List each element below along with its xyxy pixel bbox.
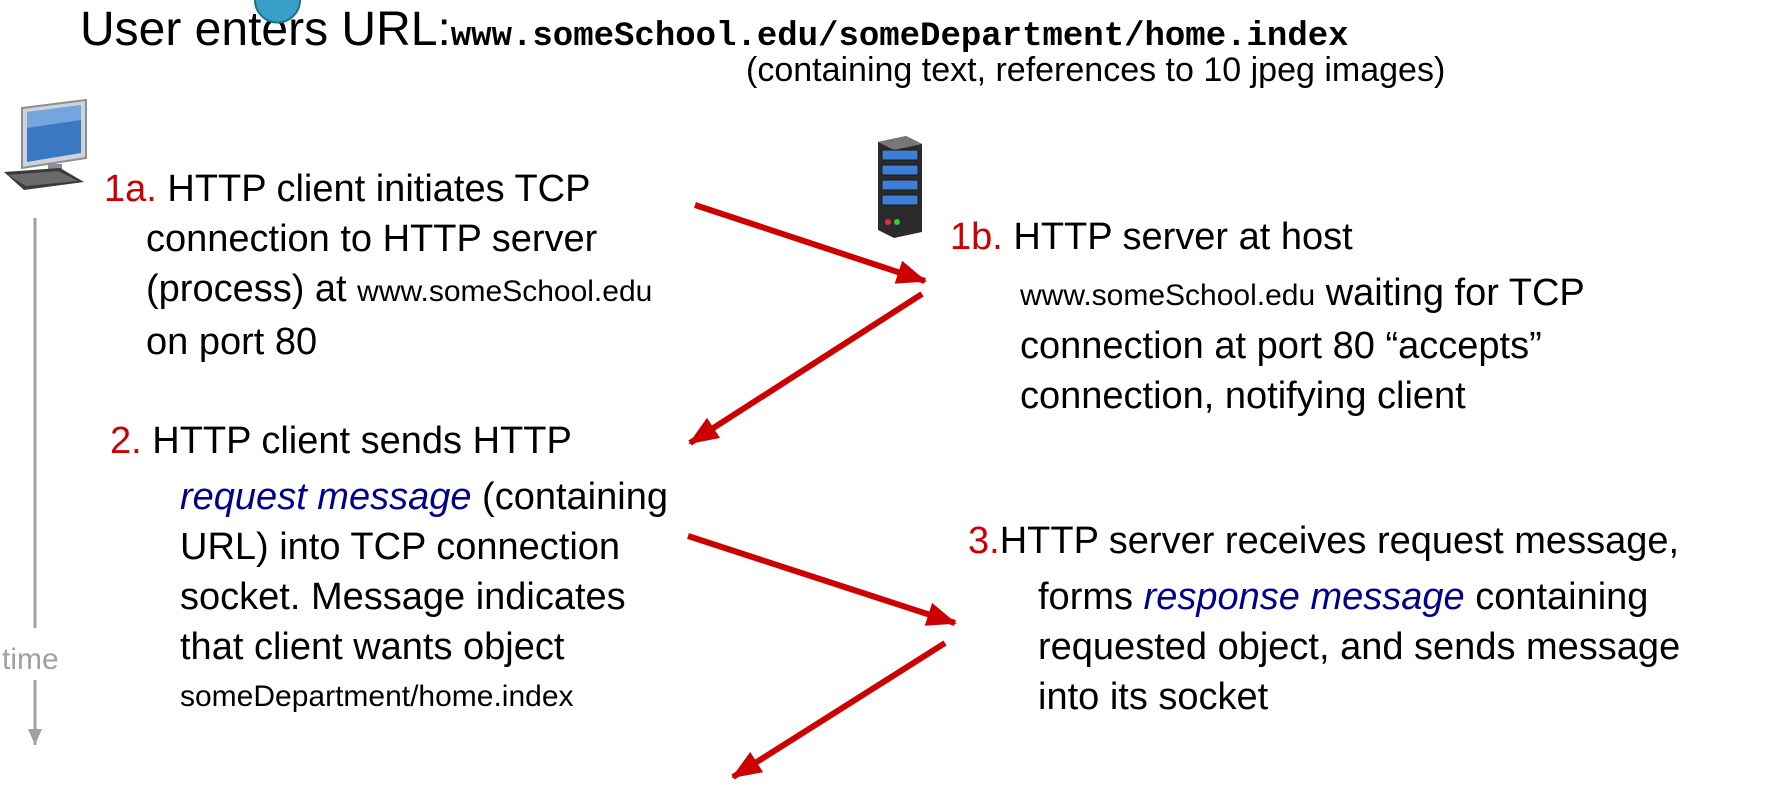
- step-1b-text-2b: waiting for TCP: [1315, 272, 1585, 314]
- step-1b: 1b. HTTP server at host www.someSchool.e…: [950, 212, 1585, 421]
- step-2-line-5: that client wants object: [180, 626, 565, 668]
- step-3-text-1: HTTP server receives request message,: [999, 520, 1680, 562]
- step-3-line-3: requested object, and sends message: [1038, 626, 1681, 668]
- step-1b-line-3: connection at port 80 “accepts”: [1020, 325, 1542, 367]
- step-1a-line-1: 1a. HTTP client initiates TCP: [104, 164, 652, 214]
- step-2-line-3: URL) into TCP connection: [180, 526, 621, 568]
- step-2-line-4: socket. Message indicates: [180, 576, 626, 618]
- server-tower-icon: [878, 136, 922, 238]
- timeline-label: time: [2, 643, 59, 676]
- step-3: 3.HTTP server receives request message, …: [968, 516, 1680, 722]
- step-3-text-2c: containing: [1464, 576, 1649, 618]
- step-3-line-2: forms response message containing: [968, 572, 1680, 622]
- step-1b-number: 1b.: [950, 216, 1003, 258]
- page-subtitle: (containing text, references to 10 jpeg …: [746, 51, 1446, 89]
- step-2-text-1: HTTP client sends HTTP: [152, 420, 572, 462]
- step-1a-host: www.someSchool.edu: [357, 275, 653, 308]
- step-1b-line-2: www.someSchool.edu waiting for TCP: [950, 268, 1585, 321]
- step-1a-text-1: HTTP client initiates TCP: [167, 168, 591, 210]
- step-1a-text-3a: (process) at: [146, 268, 358, 310]
- step-3-line-4: into its socket: [1038, 676, 1269, 718]
- arrow-3-response: [731, 640, 947, 780]
- step-1b-host: www.someSchool.edu: [1020, 279, 1316, 312]
- title-url: www.someSchool.edu/someDepartment/home.i…: [450, 18, 1349, 56]
- step-2-line-1: 2. HTTP client sends HTTP: [110, 416, 668, 466]
- step-3-response-message: response message: [1143, 576, 1465, 618]
- step-2-request-message: request message: [180, 476, 472, 518]
- step-1a-line-2: connection to HTTP server: [146, 218, 598, 260]
- desktop-computer-icon: [4, 98, 87, 190]
- step-2: 2. HTTP client sends HTTP request messag…: [110, 416, 668, 722]
- step-1b-line-1: 1b. HTTP server at host: [950, 212, 1585, 262]
- step-1a-number: 1a.: [104, 168, 157, 210]
- step-3-line-1: 3.HTTP server receives request message,: [968, 516, 1680, 566]
- arrow-1a-to-1b: [694, 202, 927, 284]
- step-2-object-path: someDepartment/home.index: [180, 680, 574, 713]
- arrow-1b-to-2: [688, 291, 924, 446]
- decorative-circle-icon: [254, 0, 301, 24]
- step-2-line-2: request message (containing: [110, 472, 668, 522]
- step-1b-text-1: HTTP server at host: [1013, 216, 1353, 258]
- step-1a: 1a. HTTP client initiates TCP connection…: [104, 164, 652, 367]
- step-2-text-2b: (containing: [471, 476, 668, 518]
- step-1b-line-4: connection, notifying client: [1020, 375, 1466, 417]
- step-3-number: 3.: [968, 520, 1000, 562]
- step-1a-line-3: (process) at www.someSchool.edu: [104, 264, 652, 317]
- arrow-2-to-3: [687, 533, 957, 626]
- step-1a-line-4: on port 80: [146, 321, 318, 363]
- step-3-text-2a: forms: [1038, 576, 1144, 618]
- step-2-number: 2.: [110, 420, 142, 462]
